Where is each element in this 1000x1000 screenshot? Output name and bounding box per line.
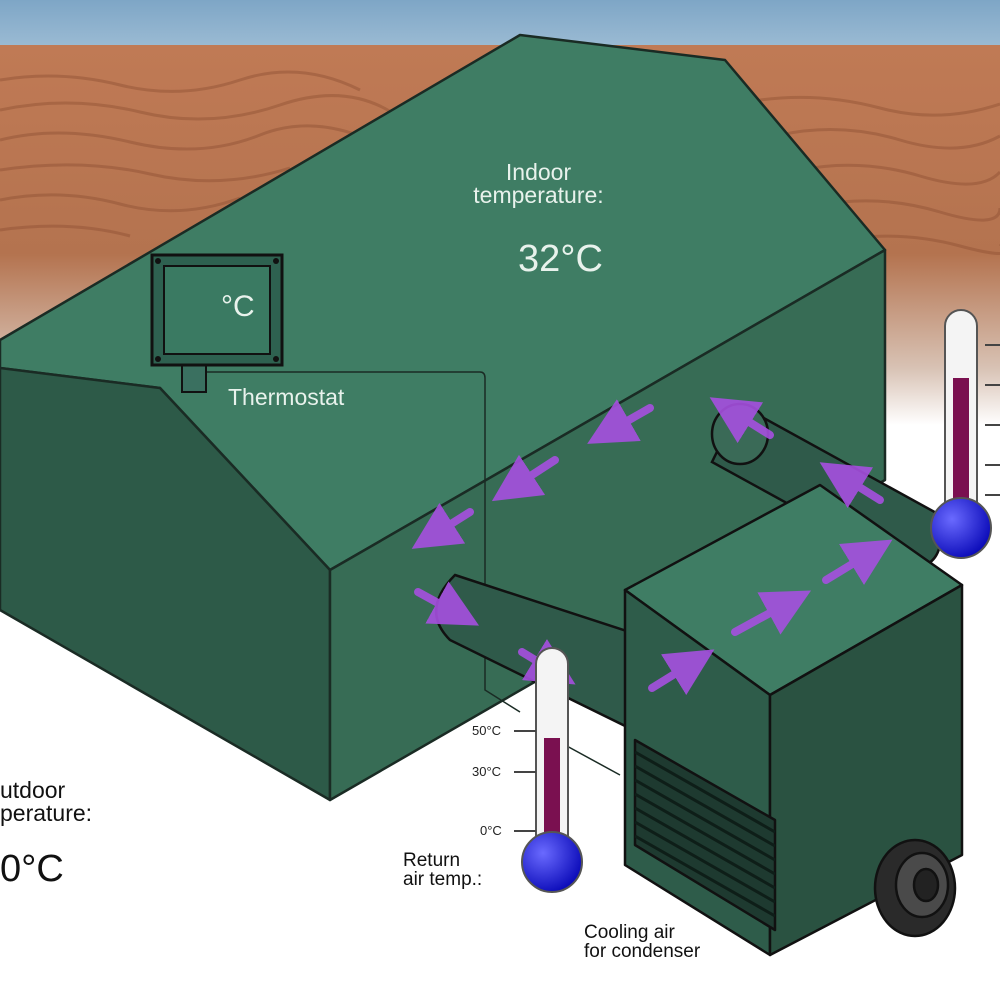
indoor-temperature-label: Indoor temperature: [456,161,621,207]
outdoor-label-line1: utdoor [0,779,92,802]
tick-50: 50°C [472,724,501,737]
return-label-line1: Return [403,851,482,870]
thermostat-label: Thermostat [228,386,344,409]
return-label-line2: air temp.: [403,870,482,889]
indoor-label-line2: temperature: [456,184,621,207]
indoor-label-line1: Indoor [456,161,621,184]
cooling-label-line2: for condenser [584,942,700,961]
outdoor-temperature-value: 0°C [0,850,64,888]
cooling-label-line1: Cooling air [584,923,700,942]
tick-30: 30°C [472,765,501,778]
return-air-label: Return air temp.: [403,851,482,889]
outdoor-label-line2: perature: [0,802,92,825]
outdoor-temperature-label: utdoor perature: [0,779,92,825]
indoor-temperature-value: 32°C [518,240,603,278]
wheel-icon [875,840,955,936]
tick-0: 0°C [480,824,502,837]
cooling-air-label: Cooling air for condenser [584,923,700,961]
thermostat-display-unit: °C [221,292,255,322]
